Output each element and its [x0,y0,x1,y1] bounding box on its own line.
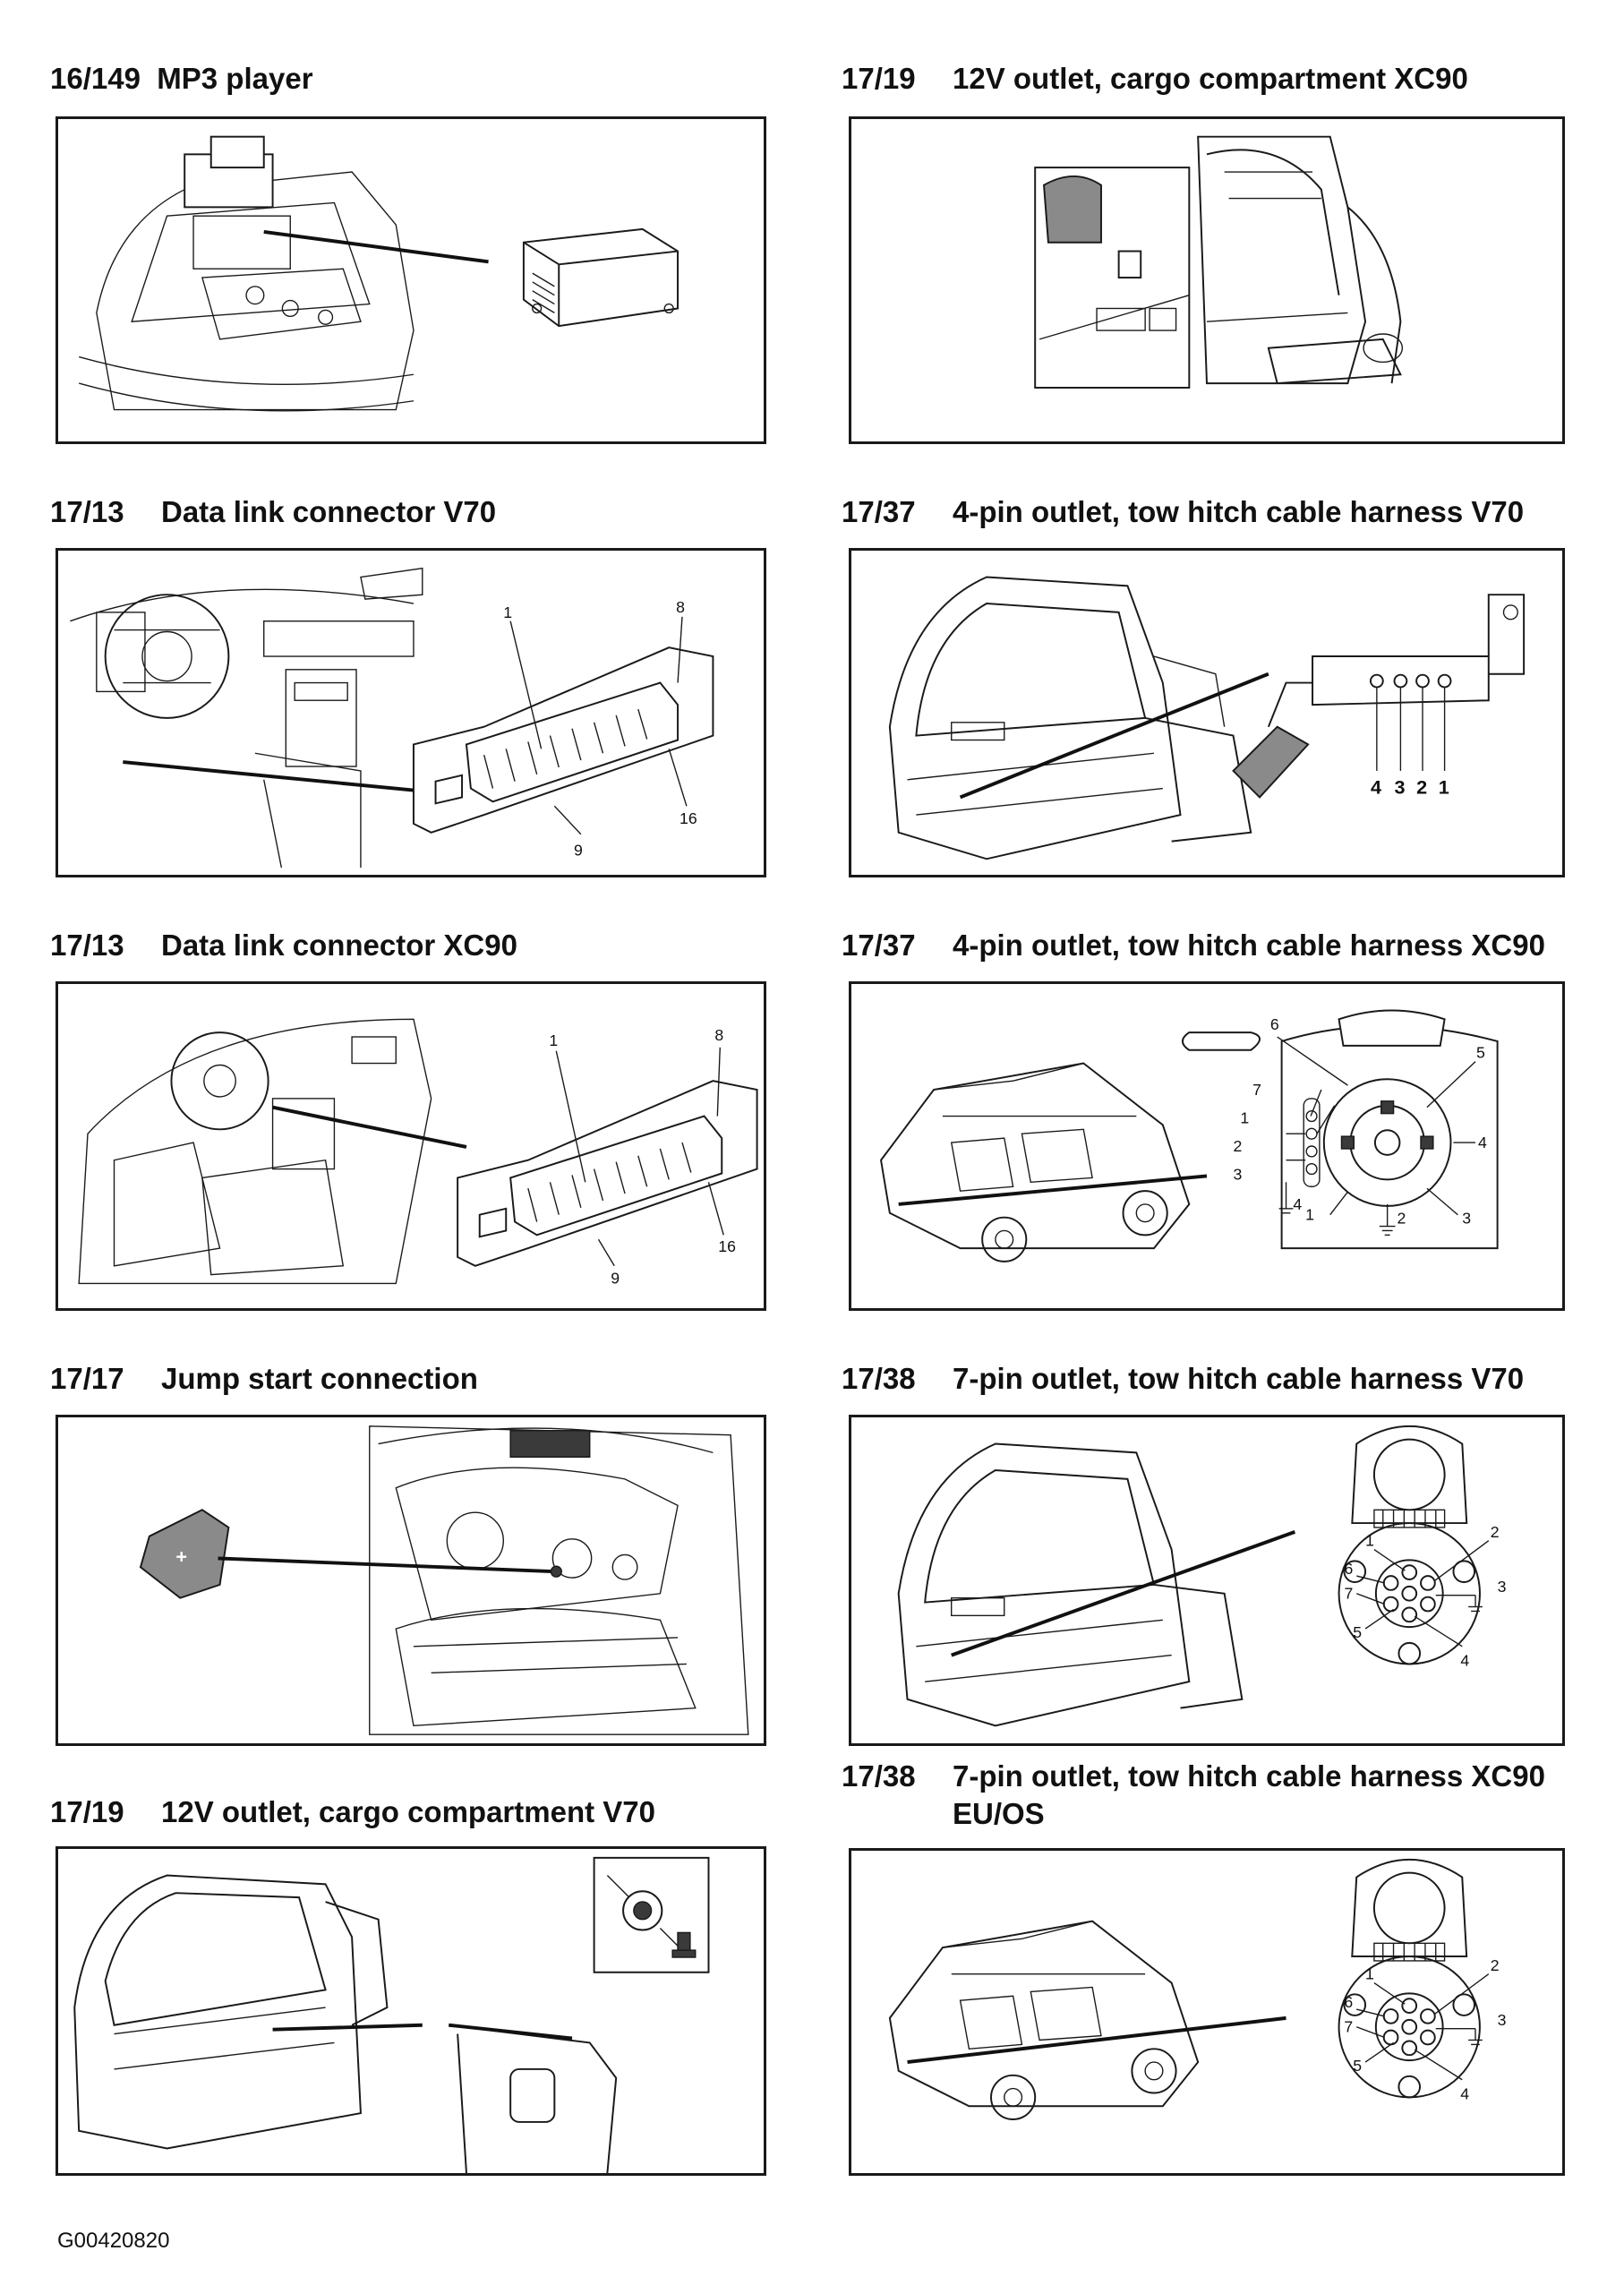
mp3-player-illustration [78,135,680,412]
callout-1-bottom: 1 [1305,1206,1314,1224]
dlc-v70-illustration: 1 8 9 16 [70,567,714,869]
section-label: 4-pin outlet, tow hitch cable harness XC… [953,929,1545,962]
section-code: 17/37 [842,495,916,528]
dlc-xc90-illustration: 1 8 9 16 [78,1018,758,1287]
callout-9: 9 [574,841,583,859]
figure-7pin-xc90: 1 2 6 7 5 3 4 [849,1848,1565,2176]
section-title-12v-outlet-xc90: 17/19 12V outlet, cargo compartment XC90 [842,61,1468,97]
callout-3: 3 [1498,1578,1507,1596]
callout-8: 8 [714,1026,723,1044]
callout-4-right: 4 [1478,1134,1487,1151]
section-code: 16/149 [50,62,141,95]
section-label: Data link connector XC90 [161,929,517,962]
callout-2: 2 [1416,776,1427,799]
section-title-7pin-xc90: 17/38 7-pin outlet, tow hitch cable harne… [842,1759,1545,1794]
section-label: 7-pin outlet, tow hitch cable harness XC… [953,1759,1545,1793]
callout-2-bottom: 2 [1397,1210,1406,1228]
callout-1: 1 [503,603,512,621]
callout-4: 4 [1460,1651,1469,1669]
figure-dlc-xc90: 1 8 9 16 [56,981,766,1311]
section-code: 17/38 [842,1759,916,1793]
callout-3-bottom: 3 [1462,1210,1471,1228]
callout-4: 4 [1371,776,1381,799]
callout-1: 1 [549,1031,558,1049]
jump-start-illustration: + [139,1425,749,1735]
figure-12v-outlet-xc90 [849,116,1565,444]
callout-4: 4 [1460,2084,1469,2102]
section-label: 12V outlet, cargo compartment XC90 [953,62,1468,95]
callout-2-left: 2 [1234,1137,1243,1155]
callout-16: 16 [680,809,697,827]
callout-6: 6 [1344,1993,1353,2011]
section-code: 17/19 [50,1795,124,1828]
callout-5: 5 [1476,1044,1485,1062]
4pin-v70-illustration: 4 3 2 1 [888,576,1526,860]
callout-5: 5 [1353,2057,1362,2075]
section-label: MP3 player [157,62,313,95]
figure-mp3-player [56,116,766,444]
section-code: 17/37 [842,929,916,962]
figure-4pin-v70: 4 3 2 1 [849,548,1565,877]
7pin-xc90-illustration: 1 2 6 7 5 3 4 [888,1858,1507,2120]
callout-6: 6 [1270,1015,1279,1033]
callout-3-left: 3 [1234,1165,1243,1183]
figure-4pin-xc90: 6 5 7 1 2 3 4 1 2 3 4 [849,981,1565,1311]
callout-1: 1 [1439,776,1449,799]
callout-3: 3 [1498,2011,1507,2029]
12v-outlet-v70-illustration [73,1856,710,2173]
figure-7pin-v70: 1 2 6 7 5 3 4 [849,1415,1565,1746]
section-title-jump-start: 17/17 Jump start connection [50,1361,478,1397]
7pin-v70-illustration: 1 2 6 7 5 3 4 [897,1425,1507,1727]
callout-1: 1 [1365,1532,1374,1550]
4pin-xc90-illustration: 6 5 7 1 2 3 4 1 2 3 4 [879,1009,1499,1262]
plus-sign: + [175,1545,187,1567]
section-label: Jump start connection [161,1362,478,1395]
callout-7: 7 [1252,1081,1261,1099]
section-title-dlc-xc90: 17/13 Data link connector XC90 [50,928,517,963]
callout-9: 9 [611,1269,620,1287]
section-label: Data link connector V70 [161,495,497,528]
section-code: 17/13 [50,495,124,528]
section-code: 17/19 [842,62,916,95]
section-title-4pin-xc90: 17/37 4-pin outlet, tow hitch cable harne… [842,928,1545,963]
figure-12v-outlet-v70 [56,1846,766,2176]
callout-3: 3 [1395,776,1406,799]
section-title-7pin-xc90-line2: EU/OS [953,1797,1045,1830]
section-code: 17/38 [842,1362,916,1395]
callout-7: 7 [1344,2018,1353,2036]
12v-outlet-xc90-illustration [1034,135,1404,389]
callout-2: 2 [1491,1523,1500,1541]
section-title-mp3-player: 16/149 MP3 player [50,61,313,97]
section-code: 17/17 [50,1362,124,1395]
section-title-7pin-v70: 17/38 7-pin outlet, tow hitch cable harne… [842,1361,1524,1397]
section-code: 17/13 [50,929,124,962]
callout-7: 7 [1344,1585,1353,1603]
figure-dlc-v70: 1 8 9 16 [56,548,766,877]
callout-5: 5 [1353,1623,1362,1641]
callout-1-left: 1 [1240,1108,1249,1126]
section-title-12v-outlet-v70: 17/19 12V outlet, cargo compartment V70 [50,1794,655,1830]
section-title-dlc-v70: 17/13 Data link connector V70 [50,494,496,530]
figure-jump-start: + [56,1415,766,1746]
callout-6: 6 [1344,1560,1353,1578]
callout-2: 2 [1491,1956,1500,1974]
callout-4-bottom: 4 [1293,1195,1302,1213]
section-title-4pin-v70: 17/37 4-pin outlet, tow hitch cable harne… [842,494,1524,530]
section-label: 7-pin outlet, tow hitch cable harness V7… [953,1362,1525,1395]
callout-16: 16 [718,1237,736,1255]
section-label: 12V outlet, cargo compartment V70 [161,1795,655,1828]
callout-1: 1 [1365,1965,1374,1983]
callout-8: 8 [676,598,685,616]
document-code: G00420820 [57,2229,170,2253]
section-label: 4-pin outlet, tow hitch cable harness V7… [953,495,1525,528]
